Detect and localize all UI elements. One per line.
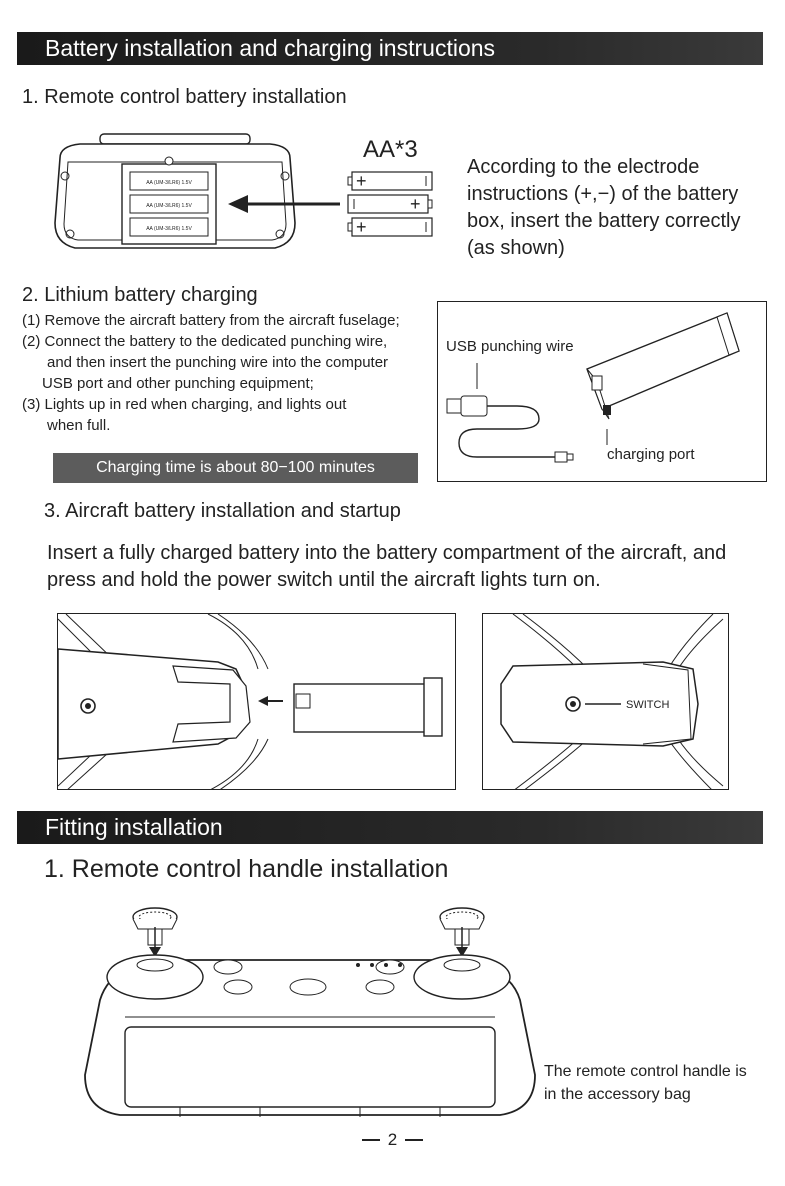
page-number-footer: 2: [355, 1130, 430, 1150]
plus-sign-1: +: [356, 171, 367, 191]
charging-port-label: charging port: [607, 446, 695, 463]
battery-instruction-line: (as shown): [467, 237, 565, 259]
section-banner-battery: Battery installation and charging instru…: [17, 32, 763, 65]
aircraft-instruction-line: Insert a fully charged battery into the …: [47, 542, 727, 564]
charging-step-line: and then insert the punching wire into t…: [47, 354, 389, 371]
handle-note-line: in the accessory bag: [544, 1086, 691, 1103]
aircraft-switch-illustration: SWITCH: [500, 614, 724, 789]
step2-title: 2. Lithium battery charging: [22, 284, 258, 306]
handle-note-line: The remote control handle is: [544, 1063, 747, 1080]
footer-dash: [405, 1139, 424, 1141]
compartment-text-3: AA (UM-3/LR6) 1.5V: [146, 226, 192, 232]
usb-cable-and-battery-illustration: [446, 312, 740, 463]
fitting-step1-title: 1. Remote control handle installation: [44, 855, 449, 883]
charging-step-line: (1) Remove the aircraft battery from the…: [22, 312, 400, 329]
aircraft-instruction: Insert a fully charged battery into the …: [47, 540, 782, 594]
battery-instruction-line: According to the electrode: [467, 156, 700, 178]
aircraft-insert-illustration: [58, 614, 443, 789]
compartment-text-1: AA (UM-3/LR6) 1.5V: [146, 180, 192, 186]
aircraft-insert-frame: [57, 613, 456, 790]
charging-step-line: USB port and other punching equipment;: [42, 375, 314, 392]
insert-arrow: [228, 195, 340, 213]
page-number: 2: [387, 1130, 398, 1149]
switch-label: SWITCH: [626, 699, 669, 711]
compartment-text-2: AA (UM-3/LR6) 1.5V: [146, 203, 192, 209]
aa-batteries-illustration: + + +: [347, 171, 433, 237]
charging-step-line: (2) Connect the battery to the dedicated…: [22, 333, 388, 350]
charging-step-line: when full.: [47, 417, 111, 434]
charging-step-line: (3) Lights up in red when charging, and …: [22, 396, 347, 413]
usb-wire-label: USB punching wire: [446, 338, 574, 355]
charging-time-banner: Charging time is about 80−100 minutes: [53, 453, 418, 483]
section-banner-fitting: Fitting installation: [17, 811, 763, 844]
footer-dash: [361, 1139, 380, 1141]
usb-charging-diagram-frame: [437, 301, 767, 482]
handle-accessory-note: The remote control handle is in the acce…: [544, 1060, 769, 1106]
charging-steps: (1) Remove the aircraft battery from the…: [22, 310, 442, 436]
remote-handle-installation-illustration: [84, 907, 536, 1117]
battery-instruction-line: instructions (+,−) of the battery: [467, 183, 739, 205]
step1-title: 1. Remote control battery installation: [22, 86, 347, 108]
aircraft-switch-frame: SWITCH: [482, 613, 729, 790]
step3-title: 3. Aircraft battery installation and sta…: [44, 500, 401, 522]
plus-sign-2: +: [410, 194, 421, 214]
battery-instruction: According to the electrode instructions …: [467, 154, 777, 262]
battery-instruction-line: box, insert the battery correctly: [467, 210, 741, 232]
remote-battery-compartment-illustration: AA (UM-3/LR6) 1.5V AA (UM-3/LR6) 1.5V AA…: [54, 133, 296, 249]
battery-count-label: AA*3: [363, 136, 418, 163]
plus-sign-3: +: [356, 217, 367, 237]
aircraft-instruction-line: press and hold the power switch until th…: [47, 569, 601, 591]
